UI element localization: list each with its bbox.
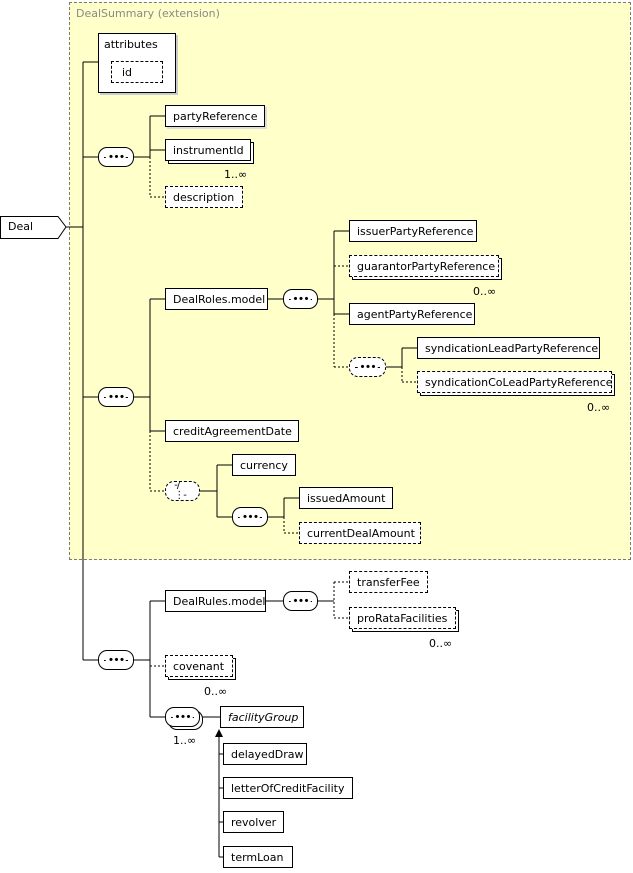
cardinality-covenant: 0..∞ bbox=[204, 685, 228, 698]
element-instrument-id[interactable]: instrumentId bbox=[165, 139, 251, 161]
extension-label: DealSummary (extension) bbox=[76, 7, 220, 20]
sequence-compositor-optional[interactable]: ••• bbox=[349, 357, 386, 377]
element-syndication-lead-party-reference[interactable]: syndicationLeadPartyReference bbox=[417, 337, 600, 359]
element-facility-group[interactable]: facilityGroup bbox=[220, 706, 304, 728]
element-covenant[interactable]: covenant bbox=[165, 655, 233, 677]
element-guarantor-party-reference[interactable]: guarantorPartyReference bbox=[349, 255, 499, 277]
element-pro-rata-facilities[interactable]: proRataFacilities bbox=[349, 607, 456, 629]
cardinality-facility-sequence: 1..∞ bbox=[173, 734, 197, 747]
element-issued-amount[interactable]: issuedAmount bbox=[299, 487, 393, 509]
element-term-loan[interactable]: termLoan bbox=[223, 846, 293, 868]
element-delayed-draw[interactable]: delayedDraw bbox=[223, 743, 307, 765]
element-credit-agreement-date[interactable]: creditAgreementDate bbox=[165, 420, 299, 442]
element-deal-rules-model[interactable]: DealRules.model bbox=[165, 590, 266, 612]
sequence-compositor-multi[interactable]: ••• bbox=[165, 707, 200, 727]
cardinality-syndication-colead: 0..∞ bbox=[587, 401, 611, 414]
element-syndication-colead-party-reference[interactable]: syndicationCoLeadPartyReference bbox=[417, 371, 613, 393]
element-deal-roles-model[interactable]: DealRoles.model bbox=[165, 288, 268, 310]
element-party-reference[interactable]: partyReference bbox=[165, 105, 265, 127]
attributes-title: attributes bbox=[104, 38, 158, 51]
choice-compositor-optional[interactable]: -/⋮- bbox=[165, 481, 200, 501]
attribute-id[interactable]: id bbox=[111, 61, 163, 83]
sequence-compositor[interactable]: ••• bbox=[283, 591, 318, 611]
cardinality-pro-rata: 0..∞ bbox=[429, 637, 453, 650]
element-current-deal-amount[interactable]: currentDealAmount bbox=[299, 522, 421, 544]
element-issuer-party-reference[interactable]: issuerPartyReference bbox=[349, 220, 477, 242]
cardinality-guarantor: 0..∞ bbox=[473, 285, 497, 298]
element-description[interactable]: description bbox=[165, 186, 243, 208]
sequence-compositor[interactable]: ••• bbox=[98, 387, 134, 407]
root-element-label[interactable]: Deal bbox=[8, 220, 34, 233]
cardinality-instrument-id: 1..∞ bbox=[224, 168, 248, 181]
attributes-box[interactable]: attributes id bbox=[98, 33, 176, 93]
sequence-compositor[interactable]: ••• bbox=[98, 650, 134, 670]
extension-region: DealSummary (extension) bbox=[69, 2, 631, 560]
sequence-compositor[interactable]: ••• bbox=[283, 289, 318, 309]
element-transfer-fee[interactable]: transferFee bbox=[349, 571, 428, 593]
sequence-compositor[interactable]: ••• bbox=[98, 147, 134, 167]
element-letter-of-credit-facility[interactable]: letterOfCreditFacility bbox=[223, 777, 353, 799]
sequence-compositor[interactable]: ••• bbox=[232, 507, 268, 527]
element-currency[interactable]: currency bbox=[232, 454, 296, 476]
element-revolver[interactable]: revolver bbox=[223, 811, 284, 833]
element-agent-party-reference[interactable]: agentPartyReference bbox=[349, 303, 475, 325]
